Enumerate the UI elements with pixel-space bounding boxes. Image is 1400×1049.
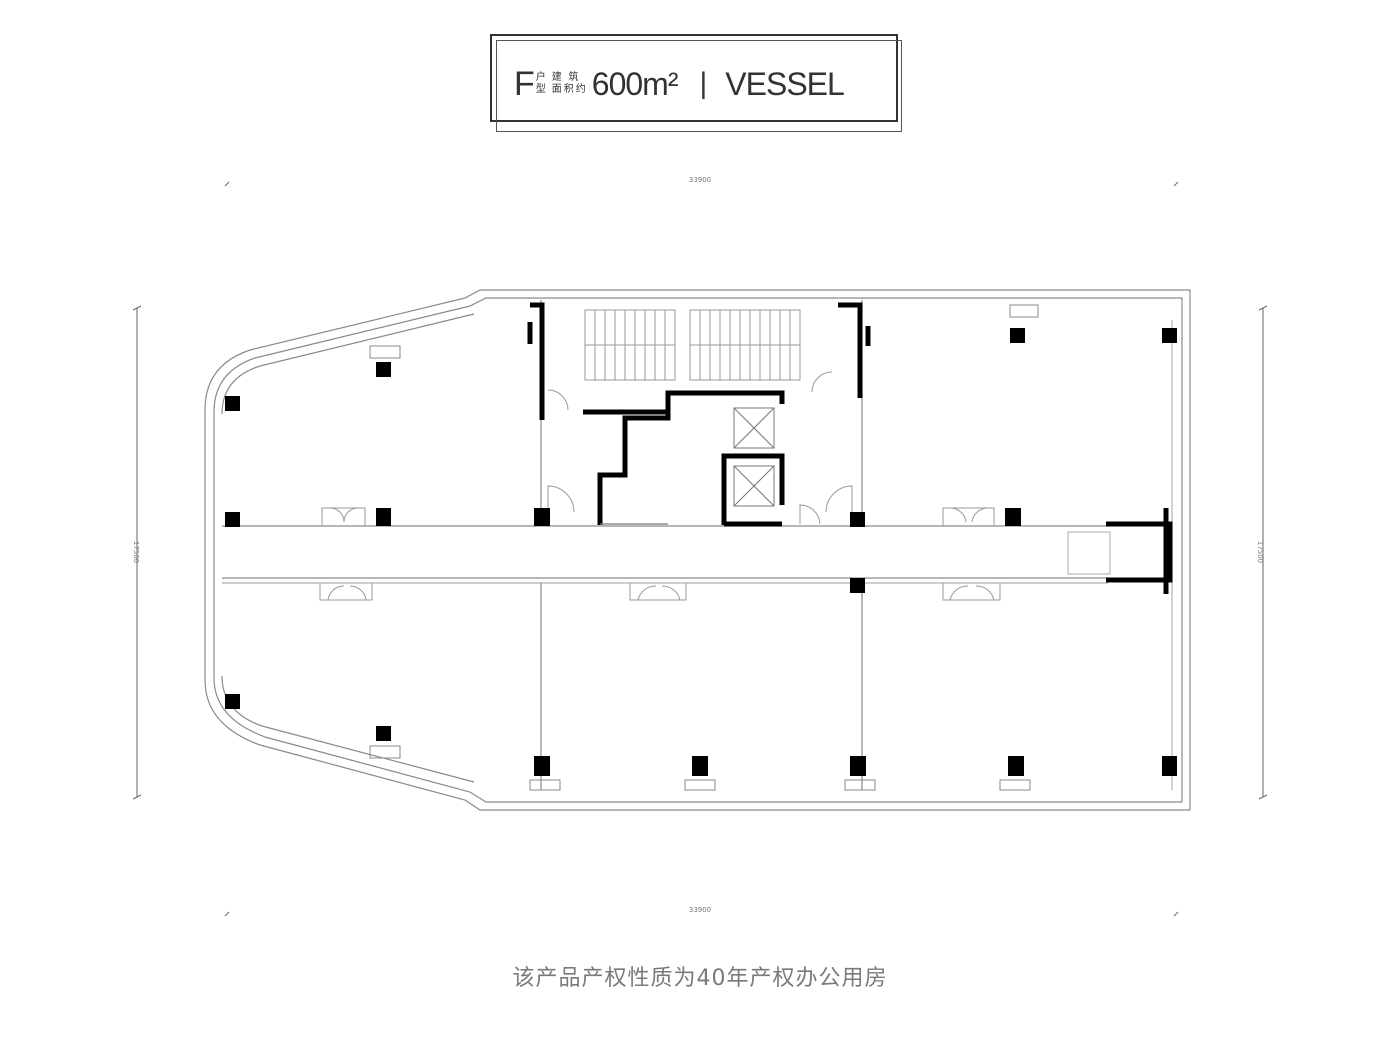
door-stair-right: [811, 371, 833, 393]
column-7: [1005, 508, 1021, 526]
door-core-left: [547, 485, 575, 513]
dim-tick-left-bottom: [132, 794, 142, 800]
elevator-car-1: [733, 407, 775, 449]
title-divider: |: [699, 67, 708, 100]
ac-unit-s1: [529, 779, 561, 791]
door-stair: [547, 389, 569, 411]
column-11: [225, 694, 240, 709]
door-room-s: [629, 583, 687, 601]
dim-tick-top-right: [1173, 181, 1179, 187]
ac-unit-sw: [369, 745, 401, 759]
column-5: [534, 508, 550, 526]
elevator-car-2: [733, 465, 775, 507]
core-wall-left: [530, 302, 545, 420]
ac-unit-s3: [844, 779, 876, 791]
unit-suffix-top: 户: [535, 72, 546, 83]
unit-letter: F: [514, 65, 535, 103]
title-content: F 户 型 建 筑 面积约 600m² | VESSEL: [514, 64, 845, 104]
title-frame-inner: [496, 40, 902, 132]
stair-treads: [585, 310, 800, 380]
core-wall-east: [1106, 521, 1173, 583]
partition-walls: [540, 300, 863, 790]
dim-tick-right-top: [1258, 305, 1268, 311]
column-3: [225, 512, 240, 527]
door-east: [1067, 531, 1111, 575]
door-room-se: [942, 583, 1001, 601]
column-14: [692, 756, 708, 776]
outline-inner: [213, 297, 1183, 803]
unit-suffix-bottom: 型: [535, 84, 546, 95]
dim-label-top: 33900: [689, 176, 711, 184]
door-room-sw: [319, 583, 373, 601]
dim-label-right: 17500: [1256, 541, 1264, 563]
column-13: [534, 756, 550, 776]
unit-suffix: 户 型: [536, 72, 546, 96]
elevators: [733, 407, 775, 507]
column-9: [1162, 328, 1177, 343]
area-label-top: 建 筑: [551, 72, 581, 83]
dim-label-left: 17500: [132, 541, 140, 563]
core-wall-stair-2: [597, 412, 671, 525]
area-value: 600m²: [591, 65, 679, 102]
building-outline: [204, 289, 1191, 811]
door-room-ne: [942, 507, 995, 526]
dim-tick-top-left: [224, 181, 230, 187]
staircase: [584, 309, 801, 381]
title-box: F 户 型 建 筑 面积约 600m² | VESSEL: [490, 34, 902, 132]
column-1: [225, 396, 240, 411]
area-label: 建 筑 面积约: [552, 72, 588, 96]
dim-tick-left-top: [132, 305, 142, 311]
title-frame-outer: [490, 34, 898, 122]
dim-tick-right-bottom: [1258, 794, 1268, 800]
core-wall-right: [838, 302, 863, 398]
column-6: [850, 512, 865, 527]
corridor: [222, 525, 1108, 584]
door-room-nw: [321, 507, 366, 526]
dimension-lines: [132, 181, 1268, 917]
dim-label-bottom: 33900: [689, 906, 711, 914]
door-core-right: [825, 485, 853, 513]
structural-columns: [225, 328, 1177, 776]
core-wall-lift-2: [721, 453, 785, 525]
outline-inner-3: [221, 675, 475, 783]
column-8: [1010, 328, 1025, 343]
column-12: [376, 726, 391, 741]
ac-unit-n1: [1009, 304, 1039, 318]
dim-tick-bottom-left: [224, 911, 230, 917]
column-17: [1162, 756, 1177, 776]
ac-unit-s2: [684, 779, 716, 791]
core-walls: [527, 302, 1173, 594]
door-core-lower: [799, 504, 821, 525]
core-wall-stair: [583, 390, 785, 415]
column-4: [376, 508, 391, 526]
outline-inner-2: [221, 313, 475, 415]
column-16: [1008, 756, 1024, 776]
area-label-bottom: 面积约: [551, 84, 588, 95]
dim-tick-bottom-right: [1173, 911, 1179, 917]
outline-outer: [204, 289, 1191, 811]
ac-unit-s4: [999, 779, 1031, 791]
column-2: [376, 362, 391, 377]
doors: [319, 371, 1111, 601]
column-10: [850, 578, 865, 593]
property-note: 该产品产权性质为40年产权办公用房: [512, 966, 888, 991]
column-15: [850, 756, 866, 776]
product-name: VESSEL: [725, 65, 845, 102]
ac-unit-nw: [369, 345, 401, 359]
ac-units: [369, 304, 1039, 791]
